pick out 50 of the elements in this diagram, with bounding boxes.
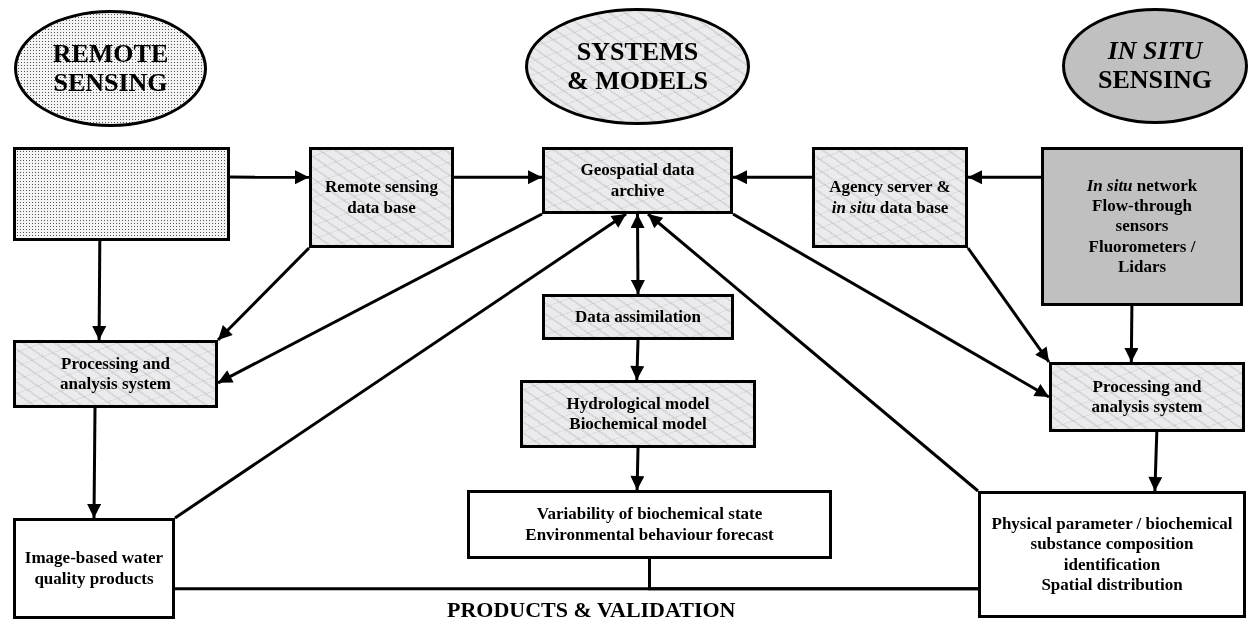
node-text: Environmental behaviour forecast [525, 524, 774, 545]
arrow [630, 214, 645, 294]
node-text: Processing and analysis system [59, 353, 172, 395]
arrow [630, 339, 645, 381]
process-box [13, 340, 218, 408]
node-text: Geospatial data archive [579, 160, 696, 201]
node-text: Flow-through sensors [1091, 195, 1193, 237]
connector-line [648, 559, 978, 591]
arrow [217, 212, 543, 385]
process-box [309, 147, 454, 248]
arrow [966, 247, 1051, 363]
arrow [630, 447, 645, 491]
node-text: Fluorometers / Lidars [1087, 236, 1197, 278]
arrow [174, 212, 627, 520]
product-box [13, 518, 175, 619]
category-title: REMOTE SENSING [51, 39, 170, 98]
process-box [542, 147, 733, 214]
node-text: Biochemical model [569, 414, 707, 435]
node-text: In situ network [1086, 175, 1198, 196]
category-title: IN SITU SENSING [1096, 37, 1214, 95]
process-box [542, 294, 734, 340]
process-box [1049, 362, 1245, 432]
arrow [733, 170, 812, 185]
node-text: Remote sensing data base [324, 177, 439, 218]
section-label: PRODUCTS & VALIDATION [447, 597, 736, 623]
arrow [92, 241, 107, 340]
arrow [968, 170, 1041, 185]
node-text: Spatial distribution [1041, 574, 1183, 596]
node-text: Processing and analysis system [1090, 376, 1204, 418]
process-box [520, 380, 756, 448]
node-text: Hydrological model [566, 393, 710, 414]
arrow [1148, 431, 1163, 492]
arrow [87, 408, 102, 518]
sensor-box [1041, 147, 1243, 306]
node-text: Variability of biochemical state [536, 504, 763, 525]
node-text: Image-based water quality products [24, 548, 164, 589]
arrow [1124, 306, 1139, 362]
product-box [978, 491, 1246, 618]
arrow [647, 212, 979, 493]
arrow [732, 212, 1050, 399]
node-text: Physical parameter / biochemical substance composition identification [990, 513, 1234, 575]
arrow [454, 170, 542, 185]
arrow [230, 170, 309, 185]
product-box [467, 490, 832, 559]
arrow [216, 246, 311, 342]
node-text: Data assimilation [574, 306, 702, 328]
category-title: SYSTEMS & MODELS [566, 37, 709, 96]
process-box [812, 147, 968, 248]
node-text: Agency server & in situ data base [829, 177, 951, 218]
empty-box [13, 147, 230, 241]
